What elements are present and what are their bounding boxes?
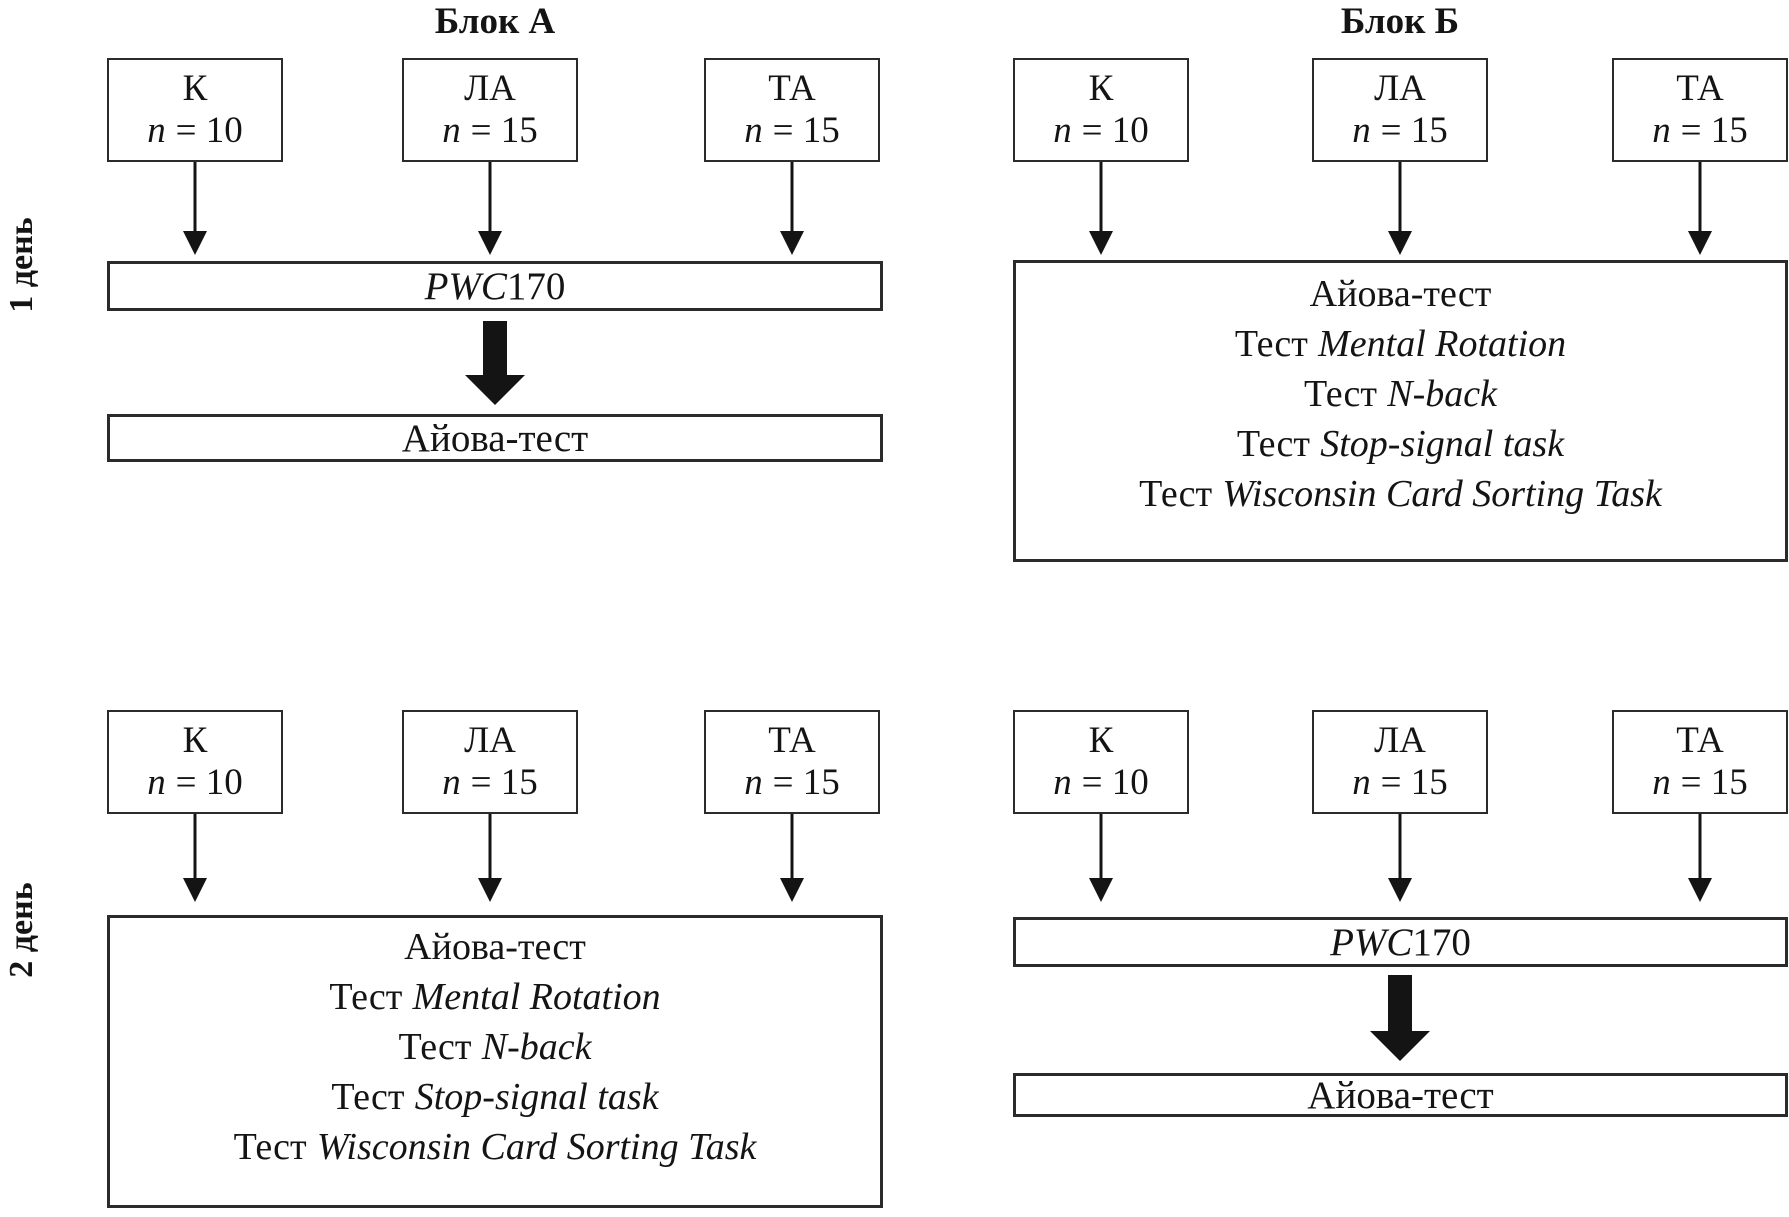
thick-down-arrow-icon xyxy=(465,321,525,405)
down-arrow-icon xyxy=(182,814,208,902)
block-b-title: Блок Б xyxy=(1340,1,1460,42)
group-label: ЛА xyxy=(464,719,516,761)
group-box-ta: ТА n= 15 xyxy=(1612,710,1788,814)
group-label: К xyxy=(182,719,208,761)
group-label: ЛА xyxy=(1374,719,1426,761)
test-line: Айова-тест xyxy=(404,926,586,968)
group-box-la: ЛА n= 15 xyxy=(1312,58,1488,162)
down-arrow-icon xyxy=(1088,162,1114,255)
down-arrow-icon xyxy=(1088,814,1114,902)
thick-down-arrow-icon xyxy=(1370,975,1430,1061)
group-label: К xyxy=(182,67,208,109)
group-label: ЛА xyxy=(464,67,516,109)
iowa-test-bar: Айова-тест xyxy=(107,414,883,462)
group-box-k: К n= 10 xyxy=(107,710,283,814)
down-arrow-icon xyxy=(779,162,805,255)
down-arrow-icon xyxy=(1387,162,1413,255)
group-box-k: К n= 10 xyxy=(1013,58,1189,162)
group-box-la: ЛА n= 15 xyxy=(1312,710,1488,814)
group-box-ta: ТА n= 15 xyxy=(704,710,880,814)
group-box-k: К n= 10 xyxy=(1013,710,1189,814)
group-label: ТА xyxy=(768,719,816,761)
test-line: Айова-тест xyxy=(1309,273,1492,315)
group-n: n= 15 xyxy=(744,109,840,151)
down-arrow-icon xyxy=(1687,162,1713,255)
down-arrow-icon xyxy=(1387,814,1413,902)
group-n: n= 15 xyxy=(1652,109,1748,151)
down-arrow-icon xyxy=(1687,814,1713,902)
day-2-label: 2 день xyxy=(3,882,40,978)
group-n: n= 15 xyxy=(744,761,840,803)
group-n: n= 10 xyxy=(147,761,243,803)
iowa-test-bar: Айова-тест xyxy=(1013,1073,1788,1117)
group-label: ТА xyxy=(1676,719,1724,761)
group-n: n= 15 xyxy=(442,761,538,803)
group-label: К xyxy=(1088,719,1114,761)
group-label: ЛА xyxy=(1374,67,1426,109)
day-1-label: 1 день xyxy=(3,217,40,313)
down-arrow-icon xyxy=(477,814,503,902)
down-arrow-icon xyxy=(779,814,805,902)
group-n: n= 10 xyxy=(1053,109,1149,151)
down-arrow-icon xyxy=(477,162,503,255)
group-box-ta: ТА n= 15 xyxy=(704,58,880,162)
group-box-k: К n= 10 xyxy=(107,58,283,162)
group-label: ТА xyxy=(1676,67,1724,109)
group-n: n= 15 xyxy=(1352,761,1448,803)
group-label: ТА xyxy=(768,67,816,109)
group-n: n= 15 xyxy=(1352,109,1448,151)
group-n: n= 15 xyxy=(442,109,538,151)
group-box-la: ЛА n= 15 xyxy=(402,58,578,162)
group-label: К xyxy=(1088,67,1114,109)
group-box-la: ЛА n= 15 xyxy=(402,710,578,814)
group-n: n= 10 xyxy=(1053,761,1149,803)
group-box-ta: ТА n= 15 xyxy=(1612,58,1788,162)
down-arrow-icon xyxy=(182,162,208,255)
block-a-title: Блок А xyxy=(434,1,556,42)
group-n: n= 15 xyxy=(1652,761,1748,803)
group-n: n= 10 xyxy=(147,109,243,151)
